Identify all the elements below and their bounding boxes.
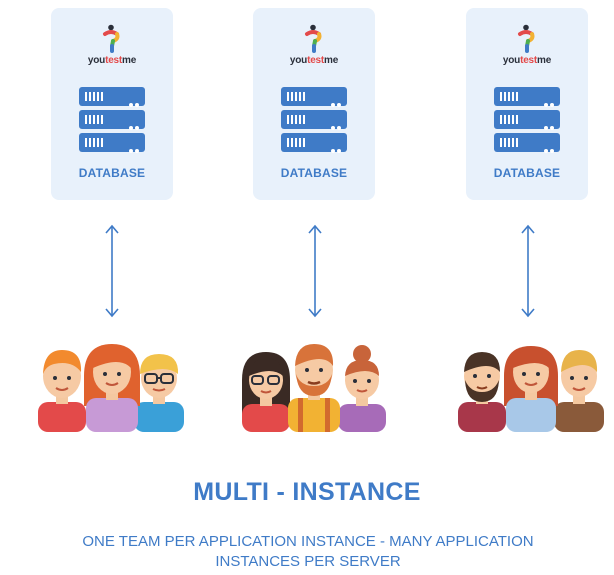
server-rack-icon xyxy=(79,87,145,156)
subtitle-line-1: ONE TEAM PER APPLICATION INSTANCE - MANY… xyxy=(82,533,534,550)
server-unit xyxy=(494,87,560,107)
server-rack-icon xyxy=(494,87,560,156)
youtestme-logo-icon xyxy=(305,24,322,53)
brand-logo: youtestme xyxy=(466,24,588,66)
server-unit xyxy=(79,133,145,153)
instance-card-1: youtestme DATABASE xyxy=(51,8,173,200)
server-unit xyxy=(79,87,145,107)
team-of-people-icon xyxy=(458,346,604,432)
brand-wordmark: youtestme xyxy=(289,55,339,66)
server-unit xyxy=(494,110,560,130)
brand-wordmark: youtestme xyxy=(87,55,137,66)
server-rack-icon xyxy=(281,87,347,156)
brand-logo: youtestme xyxy=(253,24,375,66)
bidirectional-arrow-icon xyxy=(521,224,535,318)
diagram-subtitle: ONE TEAM PER APPLICATION INSTANCE - MANY… xyxy=(8,532,608,572)
server-unit xyxy=(281,133,347,153)
instance-card-3: youtestme DATABASE xyxy=(466,8,588,200)
bidirectional-arrow-icon xyxy=(105,224,119,318)
bidirectional-arrow-icon xyxy=(308,224,322,318)
team-of-people-icon xyxy=(242,344,386,432)
instance-card-2: youtestme DATABASE xyxy=(253,8,375,200)
server-unit xyxy=(281,110,347,130)
youtestme-logo-icon xyxy=(518,24,535,53)
team-of-people-icon xyxy=(38,344,184,432)
diagram-title: MULTI - INSTANCE xyxy=(193,478,421,506)
database-label: DATABASE xyxy=(78,166,146,180)
youtestme-logo-icon xyxy=(103,24,120,53)
server-unit xyxy=(281,87,347,107)
database-label: DATABASE xyxy=(493,166,561,180)
brand-logo: youtestme xyxy=(51,24,173,66)
server-unit xyxy=(79,110,145,130)
subtitle-line-2: INSTANCES PER SERVER xyxy=(215,553,401,570)
database-label: DATABASE xyxy=(280,166,348,180)
server-unit xyxy=(494,133,560,153)
brand-wordmark: youtestme xyxy=(502,55,552,66)
